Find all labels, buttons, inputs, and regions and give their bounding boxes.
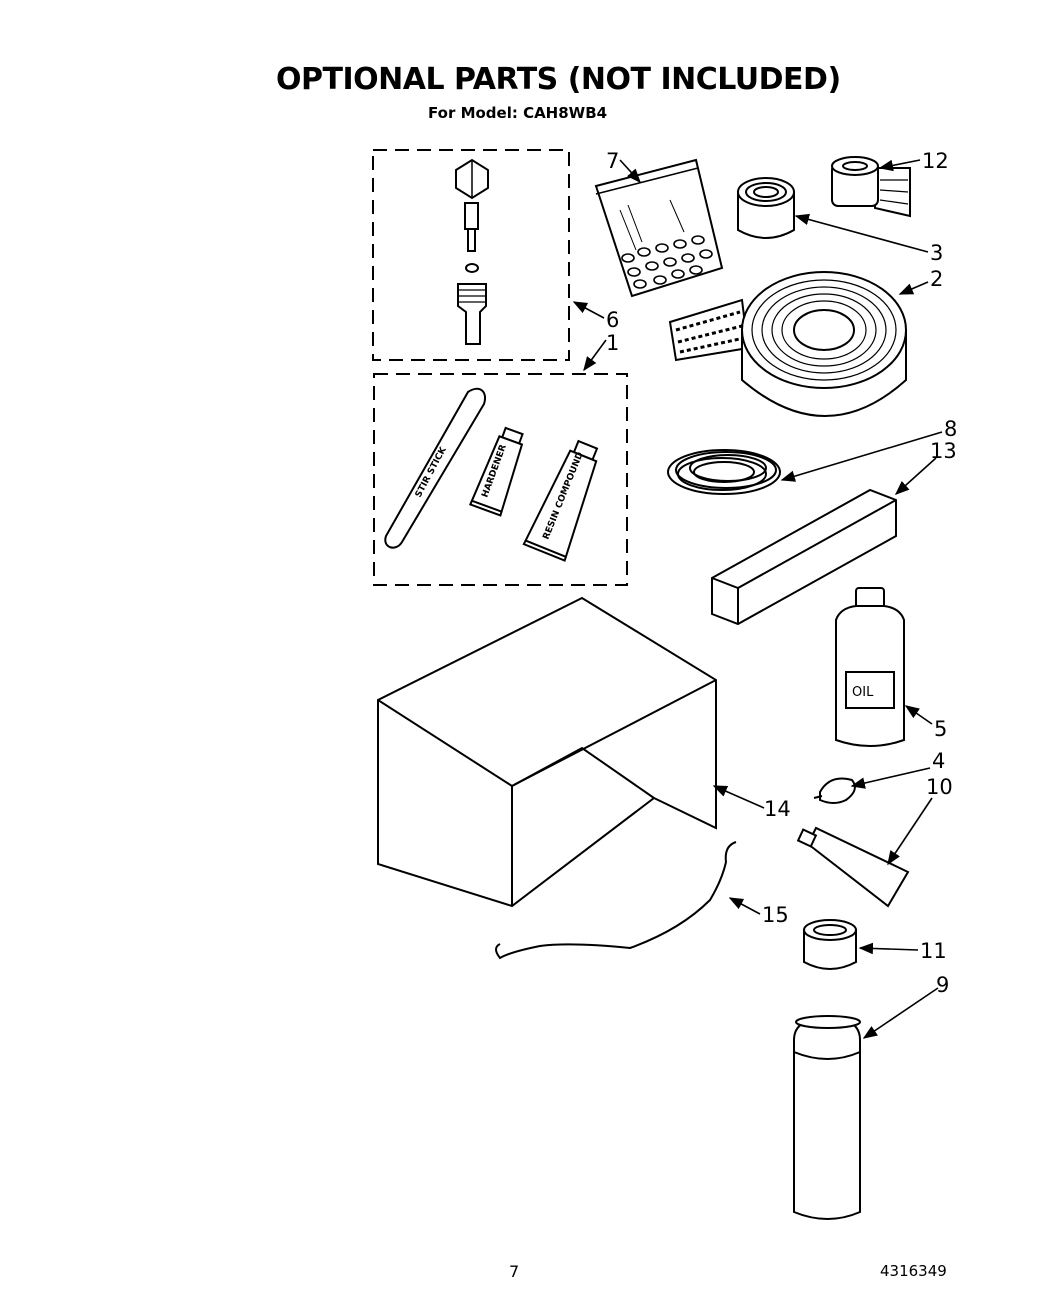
foam-strip-part: [711, 488, 897, 626]
callout-9: 9: [936, 973, 949, 997]
page-title: OPTIONAL PARTS (NOT INCLUDED): [276, 62, 841, 97]
resin-kit-part: [373, 373, 628, 586]
tape-part-3: [737, 177, 795, 239]
callout-4: 4: [932, 749, 945, 773]
valve-kit-part: [372, 149, 570, 361]
callout-5: 5: [934, 717, 947, 741]
wire-hook-part: [495, 841, 737, 960]
o-ring-bag-part: [594, 158, 724, 298]
callout-1: 1: [606, 331, 619, 355]
callout-13: 13: [930, 439, 957, 463]
callout-11: 11: [920, 939, 947, 963]
can-part-11: [803, 919, 857, 970]
callout-15: 15: [762, 903, 789, 927]
window-cover-part: [377, 596, 717, 908]
oil-bottle-part: [835, 587, 905, 747]
fitting-part-4: [813, 777, 856, 804]
cord-part: [667, 449, 781, 495]
callout-3: 3: [930, 241, 943, 265]
callout-8: 8: [944, 417, 957, 441]
tape-part-12: [831, 156, 911, 218]
tape-part-2: [668, 271, 907, 417]
callout-14: 14: [764, 797, 791, 821]
callout-12: 12: [922, 149, 949, 173]
document-number: 4316349: [880, 1262, 947, 1280]
callout-7: 7: [606, 149, 619, 173]
callout-2: 2: [930, 267, 943, 291]
callout-10: 10: [926, 775, 953, 799]
callout-6: 6: [606, 308, 619, 332]
leader-lines: [572, 159, 943, 1039]
page-number: 7: [509, 1262, 520, 1281]
spray-can-part: [793, 1015, 861, 1220]
model-number: For Model: CAH8WB4: [428, 104, 608, 122]
tube-part-10: [796, 826, 910, 908]
oil-label: OIL: [852, 685, 874, 700]
